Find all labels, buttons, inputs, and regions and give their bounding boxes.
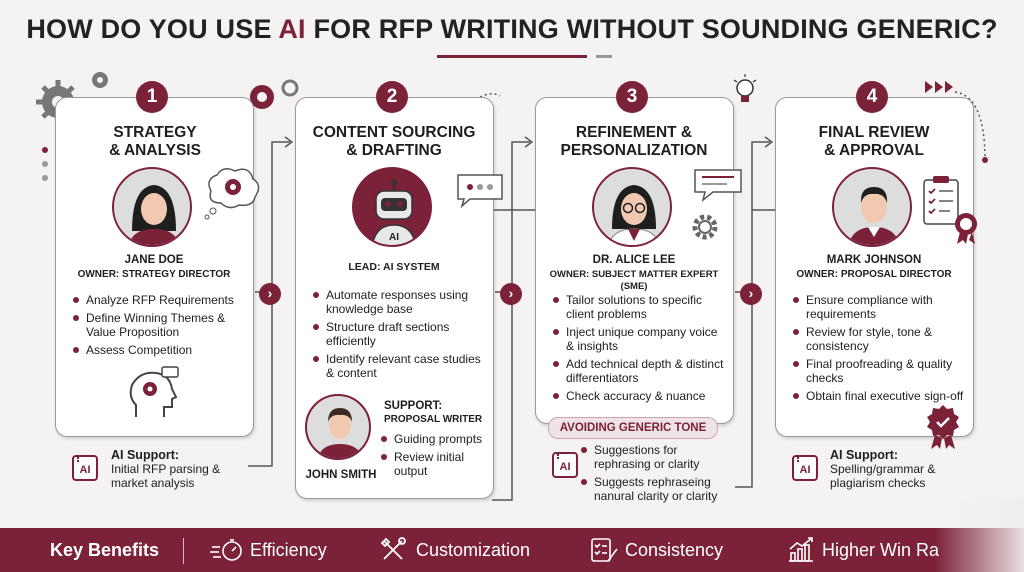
ai-chip-icon: AI <box>792 455 818 481</box>
step-2-support-role: PROPOSAL WRITER <box>384 414 483 425</box>
step-4-ai-support-text: Spelling/grammar & plagiarism checks <box>830 462 936 490</box>
ai-chip-icon: AI <box>552 452 578 478</box>
speech-lines-icon <box>694 169 742 202</box>
step-2-support-label: SUPPORT: <box>384 400 443 412</box>
step-2-lead: LEAD: AI SYSTEM <box>348 261 440 273</box>
step-4-number: 4 <box>856 81 888 113</box>
ribbon-badge-icon <box>927 405 959 449</box>
checklist-pen-icon <box>591 538 618 562</box>
step-3-bullets: Tailor solutions to specific client prob… <box>552 293 727 407</box>
gear-accent-icon <box>250 79 299 109</box>
title-underline <box>437 55 587 58</box>
avatar-alice-lee <box>592 167 672 247</box>
footer-fade <box>935 528 1024 572</box>
list-item: Obtain final executive sign-off <box>792 389 967 403</box>
list-item: Assess Competition <box>72 343 247 357</box>
list-item: Add technical depth & distinct different… <box>552 357 727 385</box>
step-1-title: STRATEGY& ANALYSIS <box>109 124 201 159</box>
benefit-efficiency: Efficiency <box>250 540 327 560</box>
step-1-person-name: JANE DOE <box>124 254 184 266</box>
avatar-mark-johnson <box>832 167 912 247</box>
list-item: Structure draft sections efficiently <box>312 320 487 348</box>
list-item: Tailor solutions to specific client prob… <box>552 293 727 321</box>
list-item: Identify relevant case studies & content <box>312 352 487 380</box>
list-item: Guiding prompts <box>380 432 488 446</box>
step-3-person-role: OWNER: SUBJECT MATTER EXPERT (SME) <box>549 269 719 292</box>
step-2-next-arrow: › <box>500 283 522 305</box>
footer-divider <box>183 538 184 564</box>
key-benefits-bar: Key Benefits Efficiency Customization Co… <box>0 528 1024 572</box>
corner-fade <box>940 498 1024 528</box>
head-gear-icon <box>129 366 179 417</box>
chat-bubble-icon <box>457 174 503 209</box>
robot-avatar: AI <box>352 167 432 247</box>
list-item: Automate responses using knowledge base <box>312 288 487 316</box>
step-1-ai-support-label: AI Support: <box>111 448 180 462</box>
step-3-title: REFINEMENT &PERSONALIZATION <box>560 124 708 159</box>
list-item: Analyze RFP Requirements <box>72 293 247 307</box>
robot-ai-label: AI <box>389 232 399 243</box>
gear-icon <box>692 214 718 240</box>
step-2-support-bullets: Guiding prompts Review initial output <box>380 432 488 482</box>
page-title: HOW DO YOU USE AI FOR RFP WRITING WITHOU… <box>26 14 998 44</box>
step-3-ai-suggestions: Suggestions for rephrasing or clarity Su… <box>580 443 730 507</box>
step-4-title: FINAL REVIEW& APPROVAL <box>818 124 930 159</box>
step-2-support-name: JOHN SMITH <box>305 469 377 481</box>
step-3-next-arrow: › <box>740 283 762 305</box>
ai-chip-icon: AI <box>72 455 98 481</box>
list-item: Review initial output <box>380 450 488 478</box>
step-1-number: 1 <box>136 81 168 113</box>
list-item: Review for style, tone & consistency <box>792 325 967 353</box>
list-item: Ensure compliance with requirements <box>792 293 967 321</box>
list-item: Final proofreading & quality checks <box>792 357 967 385</box>
triple-arrow-icon <box>925 81 953 93</box>
step-2-number: 2 <box>376 81 408 113</box>
step-3-number: 3 <box>616 81 648 113</box>
step-1-person-role: OWNER: STRATEGY DIRECTOR <box>77 269 231 280</box>
thought-gear-icon <box>204 168 260 220</box>
step-4-card <box>775 97 974 437</box>
step-1-next-arrow: › <box>259 283 281 305</box>
tone-banner: AVOIDING GENERIC TONE <box>548 417 718 439</box>
step-4-person-role: OWNER: PROPOSAL DIRECTOR <box>796 269 952 280</box>
stopwatch-icon <box>210 539 242 561</box>
step-2-bullets: Automate responses using knowledge base … <box>312 288 487 384</box>
avatar-john-smith <box>305 394 371 460</box>
list-item: Check accuracy & nuance <box>552 389 727 403</box>
list-item: Define Winning Themes & Value Propositio… <box>72 311 247 339</box>
tools-icon <box>380 537 406 560</box>
step-3-person-name: DR. ALICE LEE <box>592 254 676 266</box>
benefit-consistency: Consistency <box>625 540 724 560</box>
step-4-ai-support-label: AI Support: <box>830 448 899 462</box>
step-4-bullets: Ensure compliance with requirements Revi… <box>792 293 967 407</box>
step-2-title: CONTENT SOURCING& DRAFTING <box>312 124 476 159</box>
step-4-person-name: MARK JOHNSON <box>826 254 922 266</box>
benefit-higher-win-rate: Higher Win Ra <box>822 540 940 560</box>
step-1-card <box>55 97 254 437</box>
list-item: Suggestions for rephrasing or clarity <box>580 443 730 471</box>
step-3-card <box>535 97 734 424</box>
benefit-customization: Customization <box>416 540 531 560</box>
lightbulb-icon <box>733 74 757 102</box>
checklist-icon <box>923 176 977 244</box>
step-1-ai-support-text: Initial RFP parsing & market analysis <box>111 462 221 490</box>
step-1-bullets: Analyze RFP Requirements Define Winning … <box>72 293 247 361</box>
growth-chart-icon <box>789 537 813 562</box>
title-underline-accent <box>596 55 612 58</box>
list-item: Inject unique company voice & insights <box>552 325 727 353</box>
avatar-jane-doe <box>112 167 192 247</box>
list-item: Suggests rephraseing nanural clarity or … <box>580 475 730 503</box>
key-benefits-heading: Key Benefits <box>50 540 160 560</box>
